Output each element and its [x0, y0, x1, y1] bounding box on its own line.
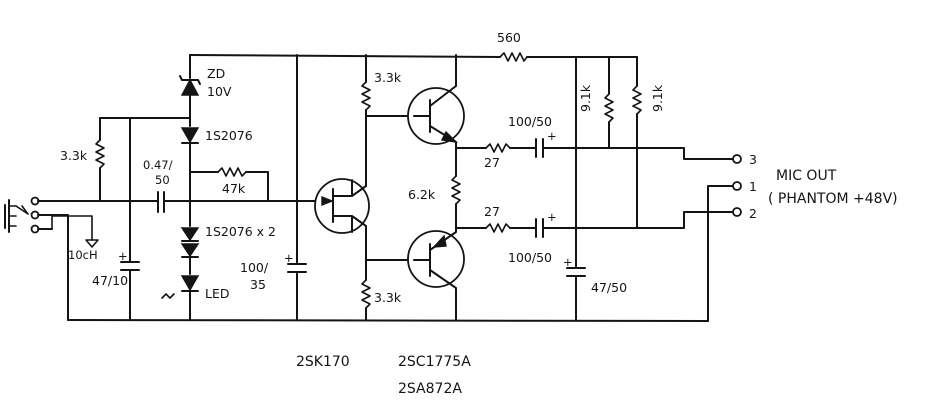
label-r-out-lower: 27 — [484, 204, 500, 219]
label-cap-coupling: 0.47/ — [143, 158, 173, 172]
label-r-phantom-2: 9.1k — [650, 84, 665, 112]
capacitor-source — [287, 54, 307, 321]
resistor-drain-top — [361, 54, 415, 159]
label-cap-out-upper-plus: + — [547, 129, 557, 143]
label-resistor-gate: 47k — [222, 181, 246, 196]
resistor-gate — [189, 167, 269, 202]
label-cap-source: 100/ — [240, 260, 269, 275]
label-zener: ZD — [207, 66, 225, 81]
capacitor-supply — [566, 56, 586, 321]
label-r-phantom-1: 9.1k — [578, 84, 593, 112]
output-connector — [707, 154, 742, 322]
label-diodes2: 1S2076 x 2 — [205, 224, 276, 239]
resistor-phantom-2 — [632, 56, 642, 229]
label-resistor-mid: 6.2k — [408, 187, 436, 202]
label-pin-1: 1 — [749, 179, 757, 194]
resistor-mid — [451, 147, 461, 229]
label-mic-out: MIC OUT — [776, 168, 837, 184]
resistor-top — [499, 52, 528, 62]
label-cap-supply: 47/50 — [591, 280, 627, 295]
label-cap-source-plus: + — [284, 251, 294, 265]
transistor-pnp — [407, 227, 465, 321]
transistor-npn — [407, 54, 465, 149]
label-cap-supply-plus: + — [563, 255, 573, 269]
capacitor-bias — [120, 117, 140, 321]
label-bias-note: 10cH — [68, 248, 98, 262]
label-cap-source-v: 35 — [250, 277, 266, 292]
label-part-npn: 2SC1775A — [398, 354, 471, 370]
output-branch-upper — [455, 138, 734, 160]
label-diode1: 1S2076 — [205, 128, 253, 143]
label-cap-bias: 47/10 — [92, 273, 128, 288]
resistor-drain-bottom — [361, 259, 415, 321]
resistor-input — [95, 117, 191, 202]
label-r-out-upper: 27 — [484, 155, 500, 170]
label-led: LED — [205, 286, 230, 301]
label-part-fet: 2SK170 — [296, 354, 350, 370]
label-resistor-input: 3.3k — [60, 148, 88, 163]
resistor-phantom-1 — [604, 56, 614, 149]
label-cap-out-upper: 100/50 — [508, 114, 552, 129]
jfet-2sk170 — [314, 157, 370, 261]
label-pin-2: 2 — [749, 206, 757, 221]
capacitor-coupling — [99, 191, 316, 213]
label-part-pnp: 2SA872A — [398, 381, 462, 397]
label-phantom: ( PHANTOM +48V) — [768, 191, 898, 207]
label-r-drain-bottom: 3.3k — [374, 290, 402, 305]
label-cap-out-lower: 100/50 — [508, 250, 552, 265]
ground-rail — [67, 319, 709, 322]
diode-string — [161, 54, 201, 321]
label-zener-v: 10V — [207, 84, 232, 99]
input-jack — [4, 196, 101, 321]
top-rail — [189, 54, 638, 58]
label-cap-out-lower-plus: + — [547, 210, 557, 224]
label-r-drain-top: 3.3k — [374, 70, 402, 85]
label-resistor-top: 560 — [497, 30, 521, 45]
label-pin-3: 3 — [749, 152, 757, 167]
label-cap-coupling-v: 50 — [155, 173, 170, 187]
label-cap-bias-plus: + — [118, 249, 128, 263]
